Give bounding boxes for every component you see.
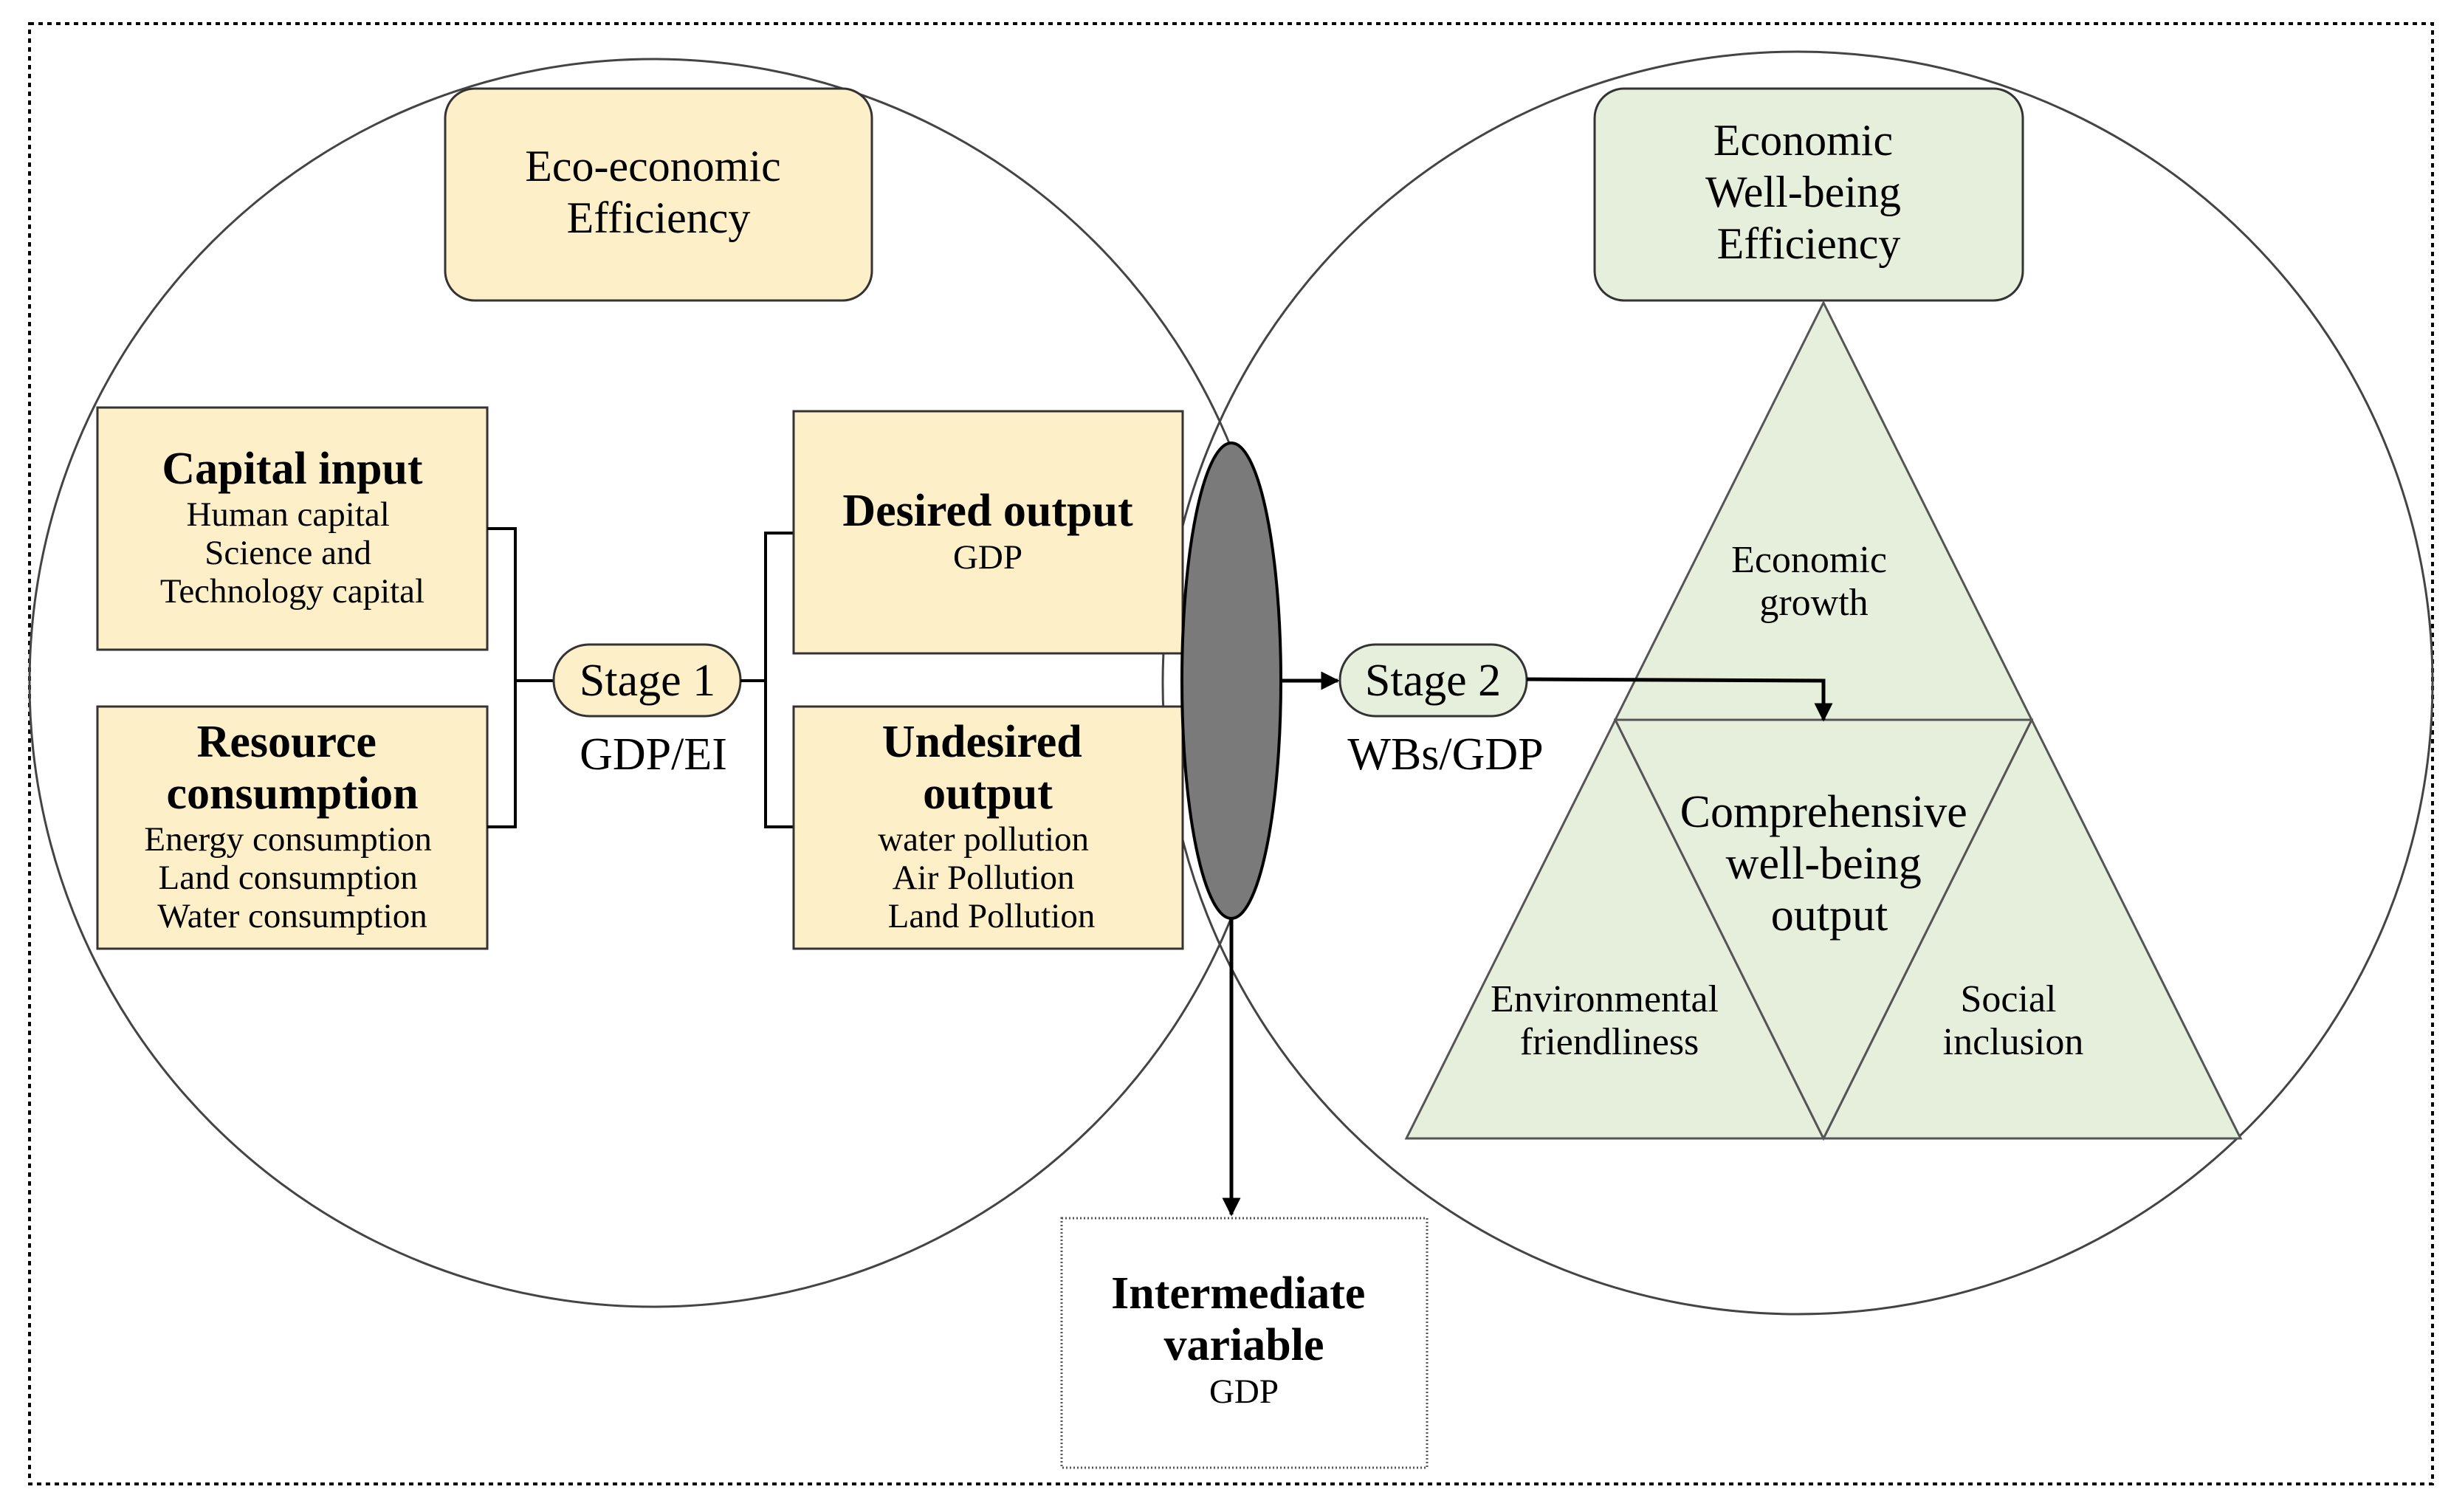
- inputs-bracket: [487, 527, 554, 828]
- intermediate-variable-box: [1060, 1217, 1429, 1469]
- stage2-label: Stage 2: [1365, 656, 1501, 706]
- resource-consumption-box: [96, 705, 489, 950]
- left-title-box: [444, 87, 873, 302]
- resource-consumption-items: Energy consumption Land consumption Wate…: [144, 820, 440, 935]
- stage2-ratio: WBs/GDP: [1347, 729, 1543, 780]
- triangle-left-label: Environmental friendliness: [1491, 978, 1728, 1063]
- desired-output-box: [792, 410, 1184, 655]
- triangle-top-label: Economic growth: [1731, 539, 1897, 624]
- right-circle: [1161, 50, 2434, 1316]
- triangle-center-label: Comprehensive well-being output: [1680, 787, 1979, 941]
- outputs-bracket: [740, 532, 794, 828]
- triangle-top: [1613, 300, 2034, 721]
- right-title-box: [1593, 87, 2024, 302]
- desired-output-heading: Desired output: [842, 486, 1133, 536]
- undesired-output-heading: Undesired output: [882, 717, 1094, 819]
- capital-input-box: [96, 406, 489, 651]
- intersection-ellipse: [1180, 441, 1282, 920]
- intermediate-variable-items: GDP: [1209, 1372, 1279, 1411]
- stage1-ratio: GDP/EI: [580, 729, 727, 780]
- resource-consumption-heading: Resource consumption: [166, 717, 418, 819]
- triangle-right-label: Social inclusion: [1943, 978, 2084, 1063]
- stage1-label: Stage 1: [580, 656, 715, 706]
- capital-input-items: Human capital Science and Technology cap…: [160, 495, 424, 611]
- undesired-output-items: water pollution Air Pollution Land Pollu…: [878, 820, 1098, 935]
- stage2-to-triangle-arrow: [1526, 677, 1833, 722]
- capital-input-heading: Capital input: [162, 444, 423, 494]
- wellbeing-triangle: [1404, 300, 2243, 1141]
- left-title-text: Eco-economic Efficiency: [525, 142, 792, 242]
- undesired-output-box: [792, 705, 1184, 950]
- desired-output-items: GDP: [953, 538, 1022, 577]
- right-title-text: Economic Well-being Efficiency: [1705, 116, 1912, 268]
- intermediate-variable-heading: Intermediate variable: [1111, 1268, 1377, 1370]
